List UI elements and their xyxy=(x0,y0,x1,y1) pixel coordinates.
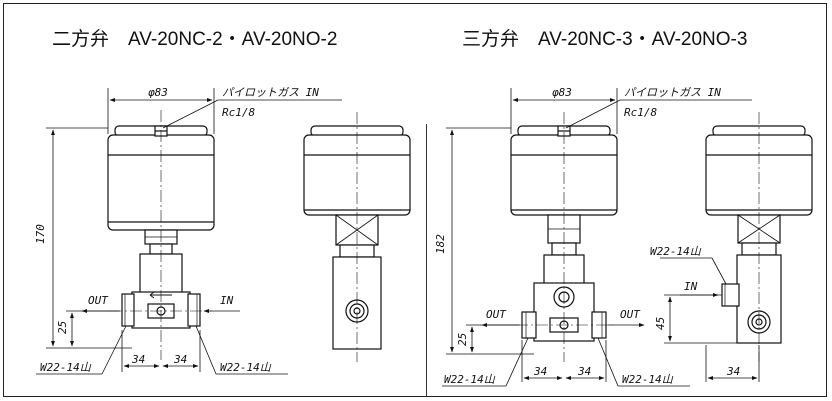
three-way-valve-labels: φ83 パイロットガス IN Rc1/8 182 OUT OUT 25 34 3… xyxy=(434,86,740,386)
left-out-label: OUT xyxy=(88,294,109,307)
right-thread-label: Rc1/8 xyxy=(624,106,657,119)
right-out-label-2: OUT xyxy=(620,308,641,321)
right-width-label-1: 34 xyxy=(533,365,547,378)
right-pilot-gas-label: パイロットガス IN xyxy=(624,86,721,99)
two-way-valve-side-view xyxy=(303,112,411,362)
left-diameter-label: φ83 xyxy=(148,86,168,99)
left-height-25-label: 25 xyxy=(56,321,69,334)
left-pilot-gas-label: パイロットガス IN xyxy=(222,86,319,99)
section-divider xyxy=(426,124,427,396)
three-way-valve-side-view xyxy=(705,112,813,362)
left-width-label-1: 34 xyxy=(131,353,145,366)
left-height-label: 170 xyxy=(34,224,47,244)
left-thread-label: Rc1/8 xyxy=(222,106,255,119)
two-way-valve-dimensions xyxy=(36,88,342,375)
three-way-valve-dimensions xyxy=(442,88,760,387)
right-height-label: 182 xyxy=(434,234,447,254)
right-connection-label-2: W22-14山 xyxy=(622,373,674,386)
right-connection-label-1: W22-14山 xyxy=(444,373,496,386)
left-width-label-2: 34 xyxy=(173,353,187,366)
right-height-45-label: 45 xyxy=(654,317,667,330)
left-connection-label-2: W22-14山 xyxy=(220,361,272,374)
sheet-border xyxy=(3,3,827,397)
right-in-label: IN xyxy=(684,280,698,293)
two-way-valve-front-view xyxy=(107,110,215,360)
left-section-title: 二方弁 AV-20NC-2・AV-20NO-2 xyxy=(52,29,338,50)
two-way-valve-labels: φ83 パイロットガス IN Rc1/8 170 OUT IN 25 34 34… xyxy=(34,86,319,374)
three-way-valve-front-view xyxy=(510,112,618,362)
right-out-label-1: OUT xyxy=(486,308,507,321)
right-diameter-label: φ83 xyxy=(552,86,572,99)
right-section-title: 三方弁 AV-20NC-3・AV-20NO-3 xyxy=(462,29,748,50)
right-height-25-label: 25 xyxy=(456,333,469,346)
left-in-label: IN xyxy=(220,294,234,307)
right-width-label-3: 34 xyxy=(726,365,740,378)
right-side-connection-label: W22-14山 xyxy=(650,245,702,258)
right-width-label-2: 34 xyxy=(577,365,591,378)
left-connection-label-1: W22-14山 xyxy=(40,361,92,374)
